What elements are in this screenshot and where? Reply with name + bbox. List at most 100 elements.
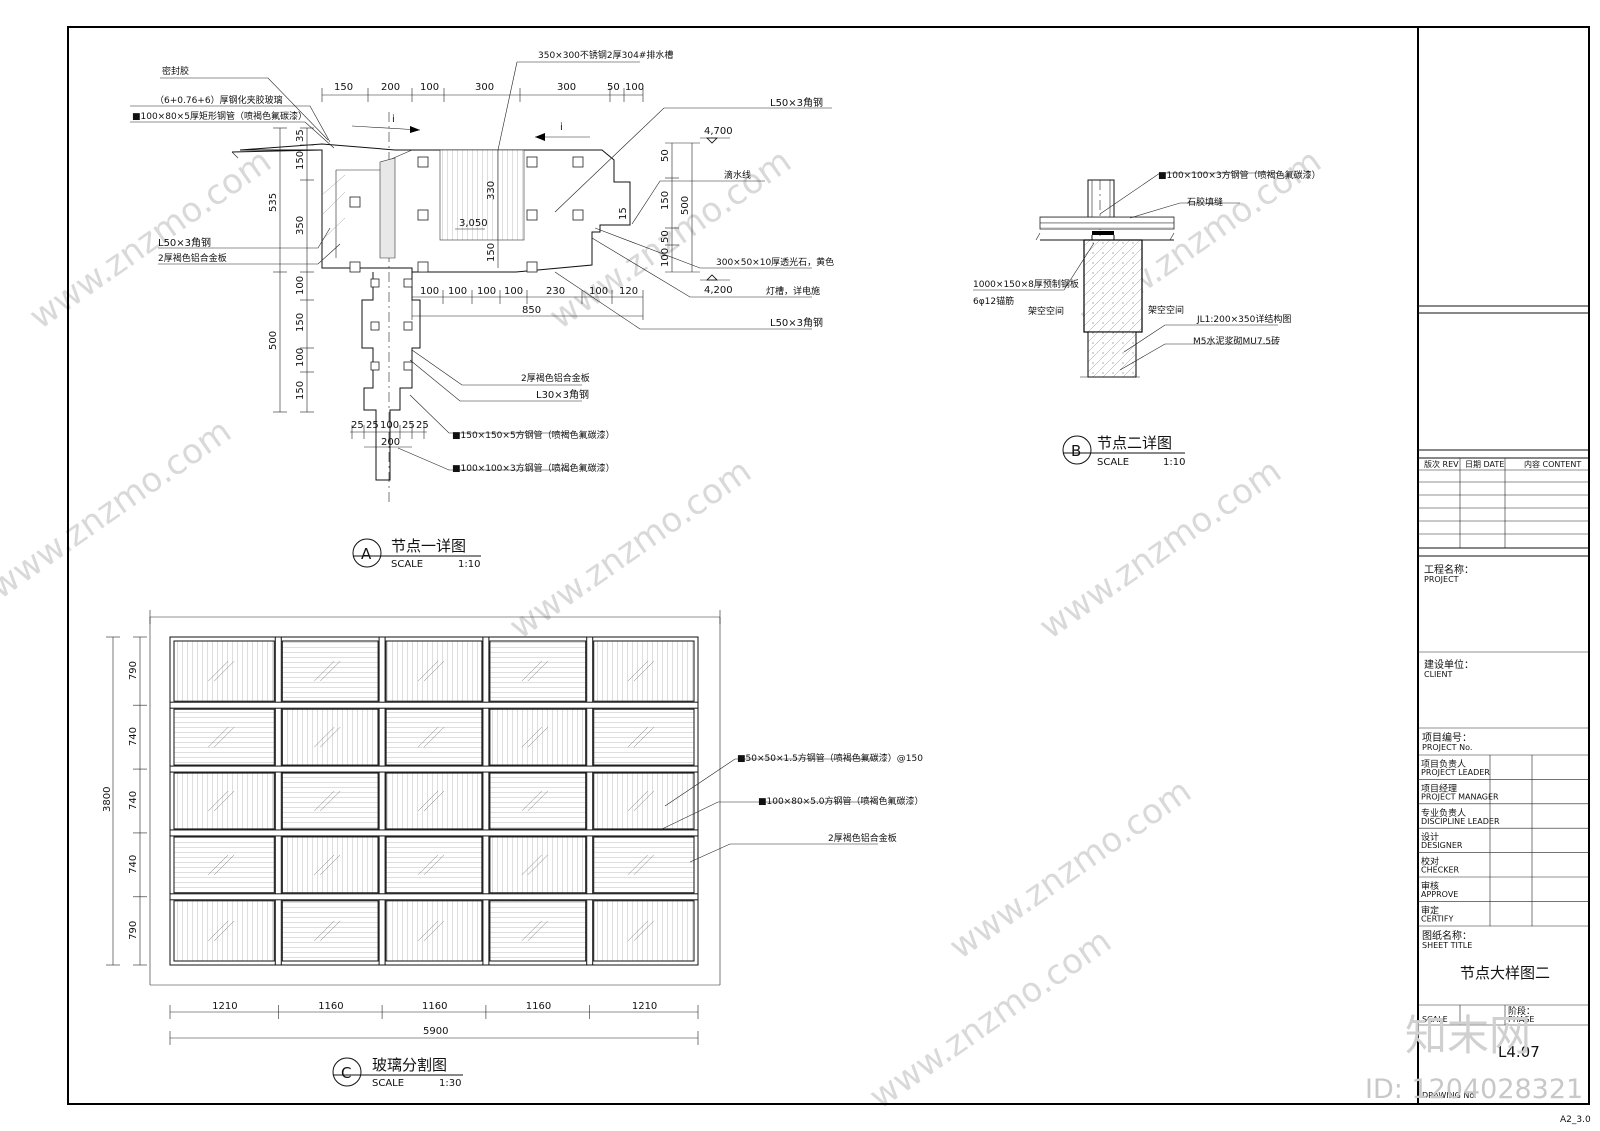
glass-reflection-mark <box>423 660 445 682</box>
glass-frame-outer <box>169 636 699 966</box>
glass-reflection-mark <box>320 854 341 876</box>
role-label-en: DESIGNER <box>1421 841 1463 850</box>
glass-reflection-mark <box>627 790 649 812</box>
role-label-en: APPROVE <box>1421 890 1458 899</box>
dim-label: 25 <box>351 420 364 431</box>
dim-label: 150 <box>295 381 306 400</box>
glass-reflection-mark <box>213 726 235 748</box>
callout-label: 1000×150×8厚预制钢板 <box>973 278 1079 290</box>
sheet-border <box>67 26 1590 1105</box>
scale-label: SCALE <box>391 559 423 570</box>
client-label-en: CLIENT <box>1424 670 1452 679</box>
callout-label: ■100×80×5.0方钢管（喷褐色氟碳漆） <box>758 795 924 807</box>
role-label: 项目经理 <box>1421 782 1457 794</box>
detail-marker: A <box>361 545 372 563</box>
project-label: 工程名称： <box>1424 563 1474 576</box>
dim-label: 200 <box>381 437 400 448</box>
glass-reflection-mark <box>633 660 655 682</box>
dim-label: 850 <box>522 305 541 316</box>
dim-label: 25 <box>416 420 429 431</box>
detail-a: 150 200 100 300 300 50 100 <box>130 49 834 570</box>
callout-label: L50×3角钢 <box>770 316 823 329</box>
role-label-en: CHECKER <box>1421 866 1460 875</box>
detail-b: ■100×100×3方钢管（喷褐色氟碳漆） 石胶填缝 1000×150×8厚预制… <box>973 169 1321 468</box>
elevation-label: 4,700 <box>704 126 733 137</box>
sheet-title-value: 节点大样图二 <box>1460 964 1550 982</box>
glass-reflection-mark <box>213 854 235 876</box>
dim-label: 1210 <box>212 1001 237 1012</box>
callout-label: L50×3角钢 <box>158 236 211 249</box>
frame-transom <box>169 829 699 837</box>
glass-reflection-mark <box>417 726 439 748</box>
role-label-en: CERTIFY <box>1421 914 1453 923</box>
client-label: 建设单位： <box>1424 658 1474 671</box>
dim-label: 150 <box>295 313 306 332</box>
dim-label: 790 <box>128 921 139 940</box>
callout-label: ■150×150×5方钢管（喷褐色氟碳漆） <box>452 429 615 441</box>
glass-reflection-mark <box>320 660 341 682</box>
dim-label: 535 <box>268 193 279 212</box>
dim-label: 3800 <box>102 787 113 812</box>
glass-reflection-mark <box>213 790 235 812</box>
frame-mullion <box>586 636 594 966</box>
dim-label: 740 <box>128 855 139 874</box>
dim-label: 100 <box>625 82 644 93</box>
slope-mark: i <box>392 114 395 125</box>
glass-reflection-mark <box>320 726 341 748</box>
dim-label: 150 <box>486 243 497 262</box>
callout-label: ■100×100×3方钢管（喷褐色氟碳漆） <box>452 462 615 474</box>
scale-label: SCALE <box>372 1078 404 1089</box>
role-label-en: PROJECT LEADER <box>1421 768 1490 777</box>
glass-reflection-mark <box>627 726 649 748</box>
dim-label: 100 <box>295 276 306 295</box>
glass-reflection-mark <box>417 790 439 812</box>
glass-reflection-mark <box>521 920 542 942</box>
post-section <box>361 272 421 481</box>
dim-label: 330 <box>486 181 497 200</box>
detail-marker: C <box>341 1064 351 1082</box>
slope-mark: i <box>560 122 563 133</box>
callout-label: 灯槽，详电施 <box>766 285 820 297</box>
glass-reflection-mark <box>423 854 445 876</box>
detail-title: 玻璃分割图 <box>372 1056 447 1074</box>
callout-label: （6+0.76+6）厚钢化夹胶玻璃 <box>155 94 283 106</box>
dim-label: 230 <box>546 286 565 297</box>
callout-label: 300×50×10厚透光石，黄色 <box>716 256 834 268</box>
brick-wall <box>1087 331 1137 378</box>
rev-header: 版次 REV <box>1424 459 1459 469</box>
glass-reflection-mark <box>423 920 445 942</box>
glass-reflection-mark <box>527 920 548 942</box>
dim-label: 120 <box>619 286 638 297</box>
glass-reflection-mark <box>527 660 548 682</box>
dim-label: 200 <box>381 82 400 93</box>
callout-label: 石胶填缝 <box>1187 196 1223 208</box>
dim-label: 5900 <box>423 1026 448 1037</box>
scale-value: 1:30 <box>439 1078 461 1089</box>
callout-label: 密封胶 <box>162 65 189 77</box>
glass-reflection-mark <box>423 790 445 812</box>
callout-label: 2厚褐色铝合金板 <box>521 372 590 384</box>
callout-label: 2厚褐色铝合金板 <box>828 832 897 844</box>
glass-reflection-mark <box>207 920 229 942</box>
glass-reflection-mark <box>527 854 548 876</box>
scale-label-en: SCALE <box>1422 1015 1448 1024</box>
watermark-text: www.znzmo.com <box>862 921 1118 1117</box>
callout-label: M5水泥浆砌MU7.5砖 <box>1193 335 1280 347</box>
glass-reflection-mark <box>207 726 229 748</box>
glass-reflection-mark <box>633 854 655 876</box>
dim-label: 50 <box>660 230 671 243</box>
sheet-title-label: 图纸名称： <box>1422 929 1472 942</box>
dim-label: 100 <box>380 420 399 431</box>
callout-label: 2厚褐色铝合金板 <box>158 252 227 264</box>
dim-label: 500 <box>268 331 279 350</box>
callout-label: ■100×80×5厚矩形钢管（喷褐色氟碳漆） <box>132 110 307 122</box>
dim-label: 35 <box>295 129 306 142</box>
elevation-label: 3,050 <box>459 218 488 229</box>
glass-reflection-mark <box>627 854 649 876</box>
glass-reflection-mark <box>213 920 235 942</box>
